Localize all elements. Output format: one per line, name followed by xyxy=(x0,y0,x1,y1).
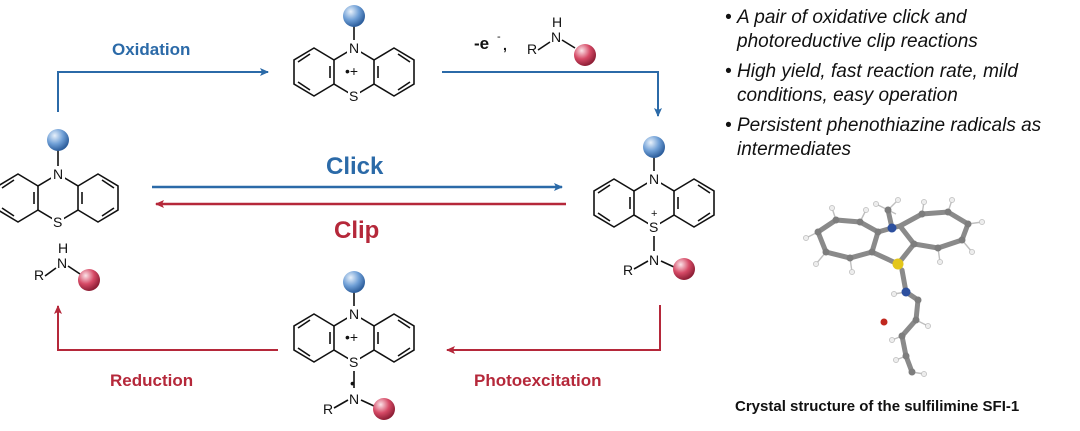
atom-s: S xyxy=(349,88,358,104)
red-sphere xyxy=(673,258,695,280)
photoexcitation-label: Photoexcitation xyxy=(474,371,602,390)
radical-dot: • xyxy=(350,375,355,391)
bullet-marker: • xyxy=(725,61,732,82)
sulfilimine-molecule: N S + N R xyxy=(593,136,715,280)
imine-r: R xyxy=(623,262,633,278)
reduction-arrow xyxy=(54,305,278,351)
crystal-structure-caption: Crystal structure of the sulfilimine SFI… xyxy=(735,398,1020,415)
radical-n: N xyxy=(349,391,359,407)
to-sulfilimine-arrow xyxy=(442,71,662,117)
reagent-h: H xyxy=(552,14,562,30)
feature-list: • A pair of oxidative click and photored… xyxy=(725,6,1075,168)
atom-n: N xyxy=(349,306,359,322)
sulfonium-plus: + xyxy=(651,208,657,220)
blue-sphere xyxy=(643,136,665,158)
imine-n: N xyxy=(649,252,659,268)
phenothiazine-molecule: N S xyxy=(0,129,119,230)
bullet-marker: • xyxy=(725,115,732,136)
reagent-r: R xyxy=(527,41,537,57)
radical-intermediate-molecule: N S •+ • N R xyxy=(293,271,415,420)
amine-product: R N H xyxy=(34,240,100,291)
atom-s: S xyxy=(649,219,658,235)
bullet-marker: • xyxy=(725,7,732,28)
amine-n: N xyxy=(57,255,67,271)
clip-label: Clip xyxy=(334,217,379,244)
feature-item: • Persistent phenothiazine radicals as i… xyxy=(725,114,1075,162)
reagent-group: -e - , R N H xyxy=(474,14,596,66)
photoexcitation-arrow xyxy=(446,305,661,354)
click-label: Click xyxy=(326,153,384,180)
reduction-label: Reduction xyxy=(110,371,193,390)
feature-text: Persistent phenothiazine radicals as int… xyxy=(737,115,1042,160)
amine-h: H xyxy=(58,240,68,256)
atom-s: S xyxy=(349,354,358,370)
feature-item: • A pair of oxidative click and photored… xyxy=(725,6,1075,54)
radical-r: R xyxy=(323,401,333,417)
red-sphere xyxy=(373,398,395,420)
oxidation-arrow xyxy=(57,68,269,112)
atom-n: N xyxy=(349,40,359,56)
reagent-electron: -e xyxy=(474,34,489,53)
reagent-comma: , xyxy=(503,37,507,53)
radical-cation-sign: •+ xyxy=(345,63,358,79)
red-sphere xyxy=(574,44,596,66)
blue-sphere xyxy=(343,5,365,27)
atom-s: S xyxy=(53,214,62,230)
atom-n: N xyxy=(649,171,659,187)
radical-cation-sign: •+ xyxy=(345,329,358,345)
crystal-structure-image xyxy=(803,197,985,377)
feature-text: A pair of oxidative click and photoreduc… xyxy=(737,7,978,52)
amine-r: R xyxy=(34,267,44,283)
blue-sphere xyxy=(47,129,69,151)
blue-sphere xyxy=(343,271,365,293)
feature-item: • High yield, fast reaction rate, mild c… xyxy=(725,60,1075,108)
feature-text: High yield, fast reaction rate, mild con… xyxy=(737,61,1018,106)
reagent-electron-sup: - xyxy=(497,31,501,43)
reagent-n: N xyxy=(551,29,561,45)
oxidation-label: Oxidation xyxy=(112,40,190,59)
radical-cation-molecule: N S •+ xyxy=(293,5,415,104)
atom-n: N xyxy=(53,166,63,182)
red-sphere xyxy=(78,269,100,291)
